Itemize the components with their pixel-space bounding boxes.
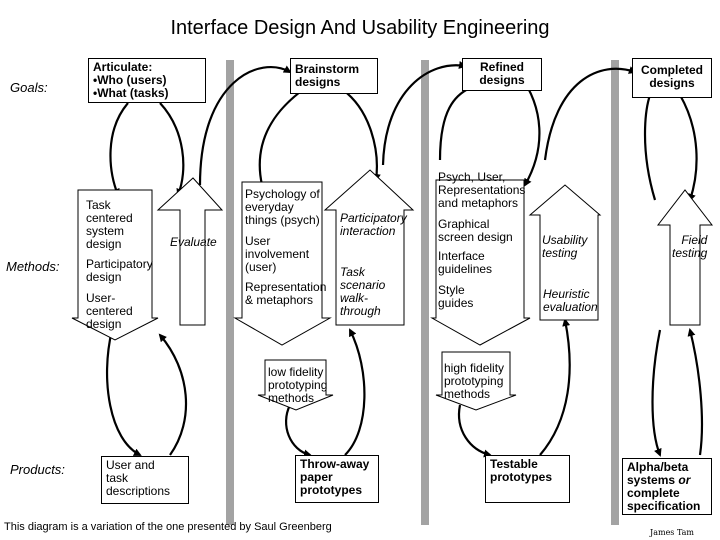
method-low-fidelity: low fidelity prototyping methods	[268, 365, 328, 405]
flow-arc-refined-down	[519, 74, 541, 187]
usability-up-arrow	[528, 184, 602, 321]
methods-label: Methods:	[6, 259, 60, 274]
method-participatory-design: Participatory design	[86, 257, 153, 284]
flow-arc-product2-left	[285, 404, 312, 458]
product-alpha-beta-line2: systems or	[627, 474, 707, 487]
flow-arc-product4-right	[687, 328, 704, 456]
method-style-guides: Style guides	[438, 283, 474, 310]
phase-divider-2	[421, 60, 429, 525]
flow-arc-goal1-up	[159, 102, 185, 197]
methods-col2-arrow	[233, 181, 332, 346]
methods-col1-arrow	[71, 189, 159, 341]
method-representation: Representation & metaphors	[245, 280, 327, 307]
low-fi-arrow	[257, 359, 334, 411]
goal-brainstorm-box: Brainstorm designs	[290, 58, 378, 94]
footer-credit: This diagram is a variation of the one p…	[4, 521, 332, 533]
product-alpha-beta-line3: complete specification	[627, 486, 701, 513]
method-interface-guidelines: Interface guidelines	[438, 249, 493, 276]
method-graphical-screen: Graphical screen design	[438, 217, 513, 244]
product-user-task-descriptions: User and task descriptions	[101, 456, 189, 504]
field-up-arrow	[656, 189, 714, 326]
flow-arc-brainstorm-down	[342, 89, 381, 182]
goal-completed-box: Completed designs	[632, 58, 712, 98]
method-evaluate: Evaluate	[170, 235, 217, 249]
method-user-involvement: User involvement (user)	[245, 234, 310, 274]
product-throwaway-prototypes: Throw-away paper prototypes	[295, 455, 379, 503]
goal-articulate-box: Articulate: •Who (users) •What (tasks)	[88, 58, 206, 103]
phase-divider-1	[226, 60, 234, 525]
product-alpha-beta: Alpha/beta systems or complete specifica…	[622, 458, 712, 515]
flow-arc-to-completed	[543, 66, 637, 161]
goal-refined-box: Refined designs	[462, 58, 542, 91]
method-heuristic-evaluation: Heuristic evaluation	[543, 287, 598, 314]
method-task-centered: Task centered system design	[86, 198, 133, 251]
phase-divider-3	[611, 60, 619, 525]
goals-label: Goals:	[10, 80, 48, 95]
flow-arc-completed-down	[679, 94, 698, 202]
high-fi-arrow	[435, 351, 517, 411]
flow-arc-brainstorm-loop	[258, 91, 301, 186]
page-title: Interface Design And Usability Engineeri…	[170, 17, 550, 39]
author-signature: James Tam	[650, 528, 695, 537]
flow-arc-refined-loop	[438, 87, 471, 161]
product-alpha-beta-line1: Alpha/beta	[627, 460, 689, 474]
method-high-fidelity: high fidelity prototyping methods	[444, 361, 505, 401]
flow-arc-product1-right	[158, 333, 188, 456]
flow-arc-to-refined	[381, 61, 467, 166]
methods-col2-side-arrow	[323, 169, 415, 326]
method-field-testing: Field testing	[672, 233, 708, 260]
flow-arc-product1-left	[106, 329, 142, 456]
flow-arc-product3-right	[539, 318, 571, 456]
flow-arc-product4-left	[651, 329, 662, 457]
flow-arc-product3-left	[457, 404, 492, 458]
flow-arc-to-brainstorm	[198, 65, 292, 186]
methods-col3-arrow	[430, 179, 531, 346]
method-participatory-interaction: Participatory interaction	[340, 211, 407, 238]
flow-arc-product2-right	[344, 328, 366, 456]
flow-arc-goal1-down	[109, 102, 129, 197]
evaluate-up-arrow	[156, 177, 224, 326]
product-systems-text: systems	[627, 473, 676, 487]
method-usability-testing: Usability testing	[542, 233, 588, 260]
method-psych: Psychology of everyday things (psych)	[245, 187, 320, 227]
product-testable-prototypes: Testable prototypes	[485, 455, 570, 503]
products-label: Products:	[10, 462, 65, 477]
product-or-text: or	[678, 473, 691, 487]
flow-arc-completed-loop	[643, 94, 657, 201]
method-user-centered: User- centered design	[86, 291, 133, 331]
method-psych-user-rep: Psych, User, Representations and metapho…	[438, 170, 526, 210]
method-task-scenario: Task scenario walk- through	[340, 265, 386, 318]
